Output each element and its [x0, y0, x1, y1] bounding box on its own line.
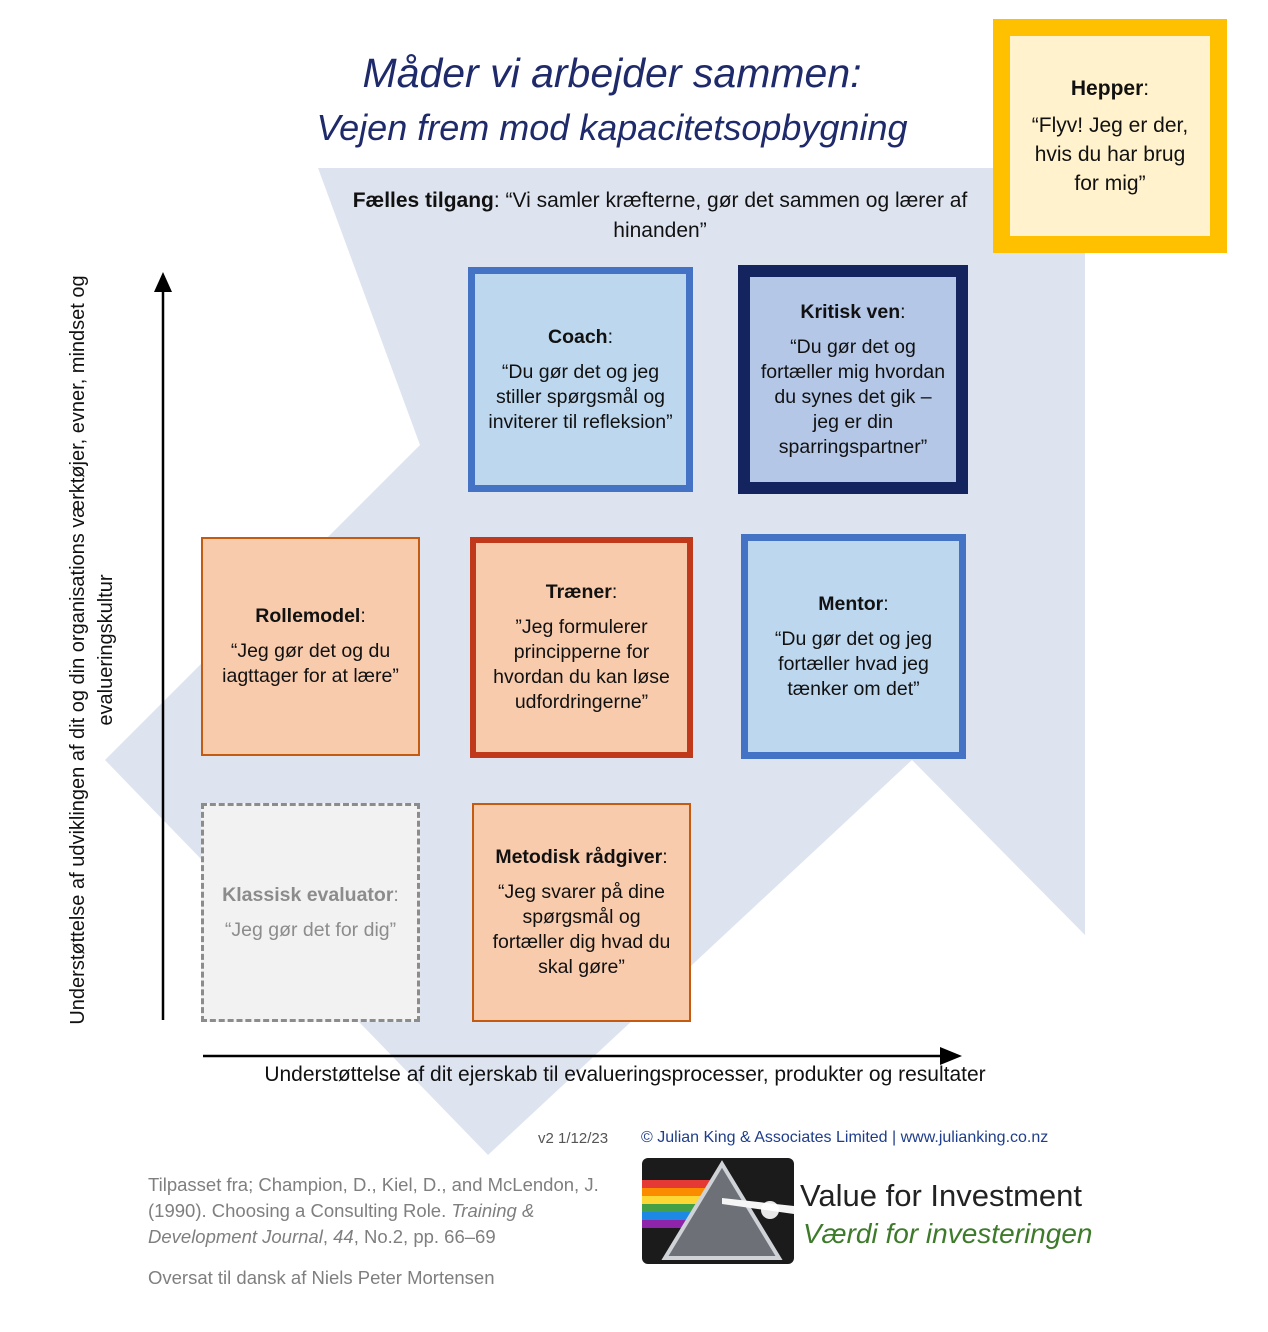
coach-box: Coach: “Du gør det og jeg stiller spørgs…	[468, 267, 693, 492]
citation-part: Tilpasset fra; Champion, D., Kiel, D., a…	[148, 1174, 599, 1221]
metodisk-raadgiver-quote: “Jeg svarer på dine spørgsmål og fortæll…	[492, 881, 671, 978]
citation-text: Tilpasset fra; Champion, D., Kiel, D., a…	[148, 1172, 618, 1250]
mentor-quote: “Du gør det og jeg fortæller hvad jeg tæ…	[774, 627, 933, 700]
coach-label: Coach	[547, 325, 608, 348]
hepper-label: Hepper	[1070, 77, 1144, 100]
klassisk-evaluator-box: Klassisk evaluator: “Jeg gør det for dig…	[201, 803, 420, 1022]
traener-quote: ”Jeg formulerer principperne for hvordan…	[493, 616, 670, 713]
y-axis-label: Understøttelse af udviklingen af dit og …	[67, 275, 117, 1025]
x-axis-arrowhead	[940, 1047, 962, 1065]
citation-part: ,	[322, 1226, 334, 1247]
kritisk-ven-box: Kritisk ven: “Du gør det og fortæller mi…	[738, 265, 968, 494]
citation-part: , No.2, pp. 66–69	[353, 1226, 496, 1247]
y-axis-arrowhead	[154, 272, 172, 292]
mentor-box: Mentor: “Du gør det og jeg fortæller hva…	[741, 534, 966, 759]
metodisk-raadgiver-box: Metodisk rådgiver: “Jeg svarer på dine s…	[472, 803, 691, 1022]
shared-approach-label: Fælles tilgang	[352, 189, 494, 212]
rollemodel-quote: “Jeg gør det og du iagttager for at lære…	[222, 640, 399, 687]
mentor-label: Mentor	[818, 592, 884, 615]
prism-logo-icon	[642, 1158, 794, 1264]
traener-label: Træner	[545, 581, 612, 603]
brand-name-danish: Værdi for investeringen	[803, 1218, 1093, 1249]
citation-volume: 44	[333, 1226, 354, 1247]
klassisk-evaluator-label: Klassisk evaluator	[222, 883, 394, 906]
kritisk-ven-quote: “Du gør det og fortæller mig hvordan du …	[760, 335, 946, 458]
rollemodel-label: Rollemodel	[255, 605, 361, 627]
shared-approach-quote: : “Vi samler kræfterne, gør det sammen o…	[493, 189, 968, 242]
metodisk-raadgiver-label: Metodisk rådgiver	[495, 846, 663, 868]
translated-by-text: Oversat til dansk af Niels Peter Mortens…	[148, 1267, 495, 1288]
page-title: Måder vi arbejder sammen:	[362, 50, 862, 96]
hepper-quote: “Flyv! Jeg er der, hvis du har brug for …	[1031, 114, 1189, 195]
citation-journal: Training & Development Journal	[148, 1200, 535, 1247]
kritisk-ven-label: Kritisk ven	[800, 300, 901, 323]
rollemodel-box: Rollemodel: “Jeg gør det og du iagttager…	[201, 537, 420, 756]
version-text: v2 1/12/23	[538, 1130, 609, 1147]
copyright-text[interactable]: © Julian King & Associates Limited | www…	[641, 1129, 1049, 1146]
page-subtitle: Vejen frem mod kapacitetsopbygning	[316, 107, 908, 148]
klassisk-evaluator-quote: “Jeg gør det for dig”	[224, 918, 397, 941]
brand-name-english: Value for Investment	[800, 1178, 1083, 1213]
coach-quote: “Du gør det og jeg stiller spørgsmål og …	[488, 360, 673, 433]
hepper-box: Hepper: “Flyv! Jeg er der, hvis du har b…	[993, 19, 1227, 253]
x-axis-label: Understøttelse af dit ejerskab til evalu…	[264, 1063, 986, 1086]
traener-box: Træner: ”Jeg formulerer principperne for…	[470, 537, 693, 758]
shared-approach-text: Fælles tilgang: “Vi samler kræfterne, gø…	[330, 186, 990, 246]
